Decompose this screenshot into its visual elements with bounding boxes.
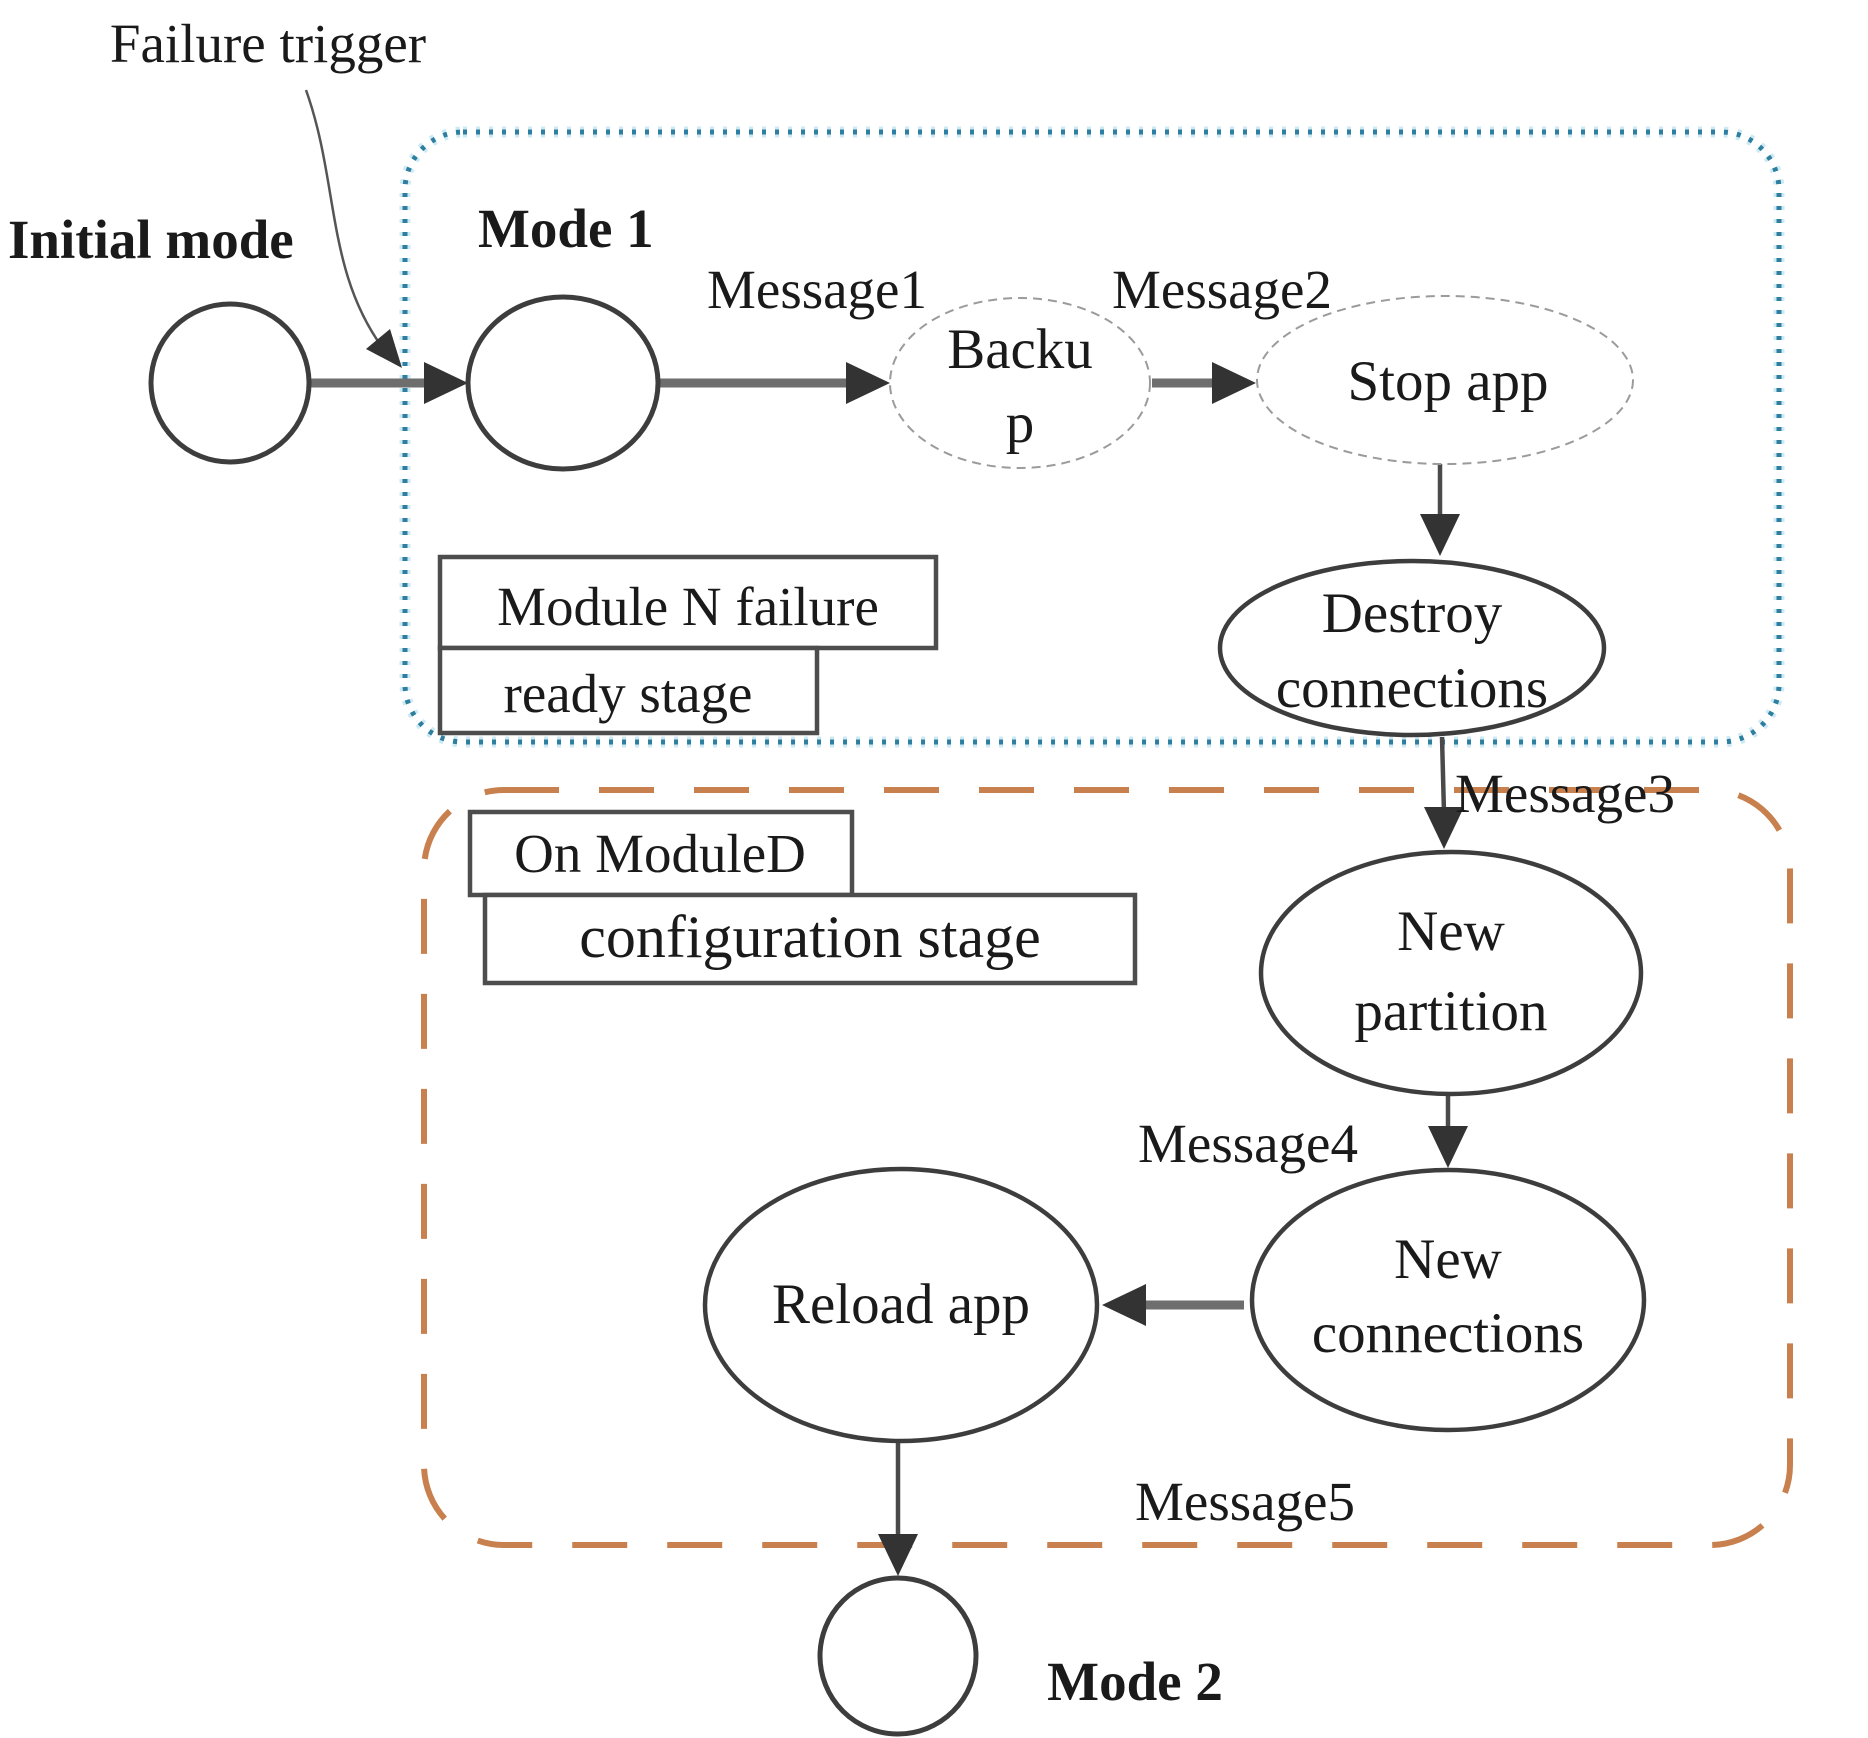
configuration-stage-box: configuration stage <box>482 892 1138 986</box>
module-n-failure-box: Module N failure <box>437 554 939 651</box>
message4-label: Message4 <box>1138 1113 1358 1174</box>
destroy-connections-label-line1: Destroy <box>1322 582 1503 645</box>
new-partition-label-line1: New <box>1397 900 1505 963</box>
arrow-newconnections-to-reloadapp-arrowhead <box>1102 1284 1146 1326</box>
reload-app-state: Reload app <box>702 1166 1100 1444</box>
reload-app-ellipse <box>702 1166 1100 1444</box>
ready-stage-label: ready stage <box>504 663 753 724</box>
arrow-backup-to-stopapp <box>1152 362 1256 404</box>
new-connections-label-line2: connections <box>1312 1302 1584 1365</box>
stop-app-label: Stop app <box>1347 350 1548 413</box>
backup-ellipse <box>889 297 1151 469</box>
configuration-stage-rect <box>482 892 1138 986</box>
message3-label: Message3 <box>1455 763 1675 824</box>
initial-mode-circle <box>148 301 312 465</box>
arrow-stopapp-to-destroy <box>1420 464 1460 556</box>
arrow-newpartition-to-newconnections-arrowhead <box>1428 1126 1468 1168</box>
arrow-initial-to-mode1-arrowhead <box>424 362 468 404</box>
arrow-destroy-to-newpartition-shaft <box>1439 736 1447 814</box>
backup-state: Backu p <box>889 297 1151 469</box>
arrow-mode1-to-backup <box>658 362 890 404</box>
mode2-state-circle <box>817 1575 979 1737</box>
backup-label-line2: p <box>1006 392 1035 455</box>
new-connections-state: New connections <box>1249 1167 1647 1433</box>
mode1-state-circle <box>465 294 661 472</box>
arrow-reloadapp-to-mode2 <box>878 1442 918 1576</box>
module-n-failure-label: Module N failure <box>497 576 879 637</box>
new-partition-state: New partition <box>1258 849 1644 1097</box>
new-partition-ellipse <box>1258 849 1644 1097</box>
mode1-label: Mode 1 <box>478 198 654 259</box>
destroy-connections-label-line2: connections <box>1276 657 1548 720</box>
failure-trigger-label: Failure trigger <box>110 13 426 74</box>
destroy-connections-state: Destroy connections <box>1217 558 1607 738</box>
ready-stage-rect <box>437 645 820 736</box>
failure-trigger-arrowhead <box>366 329 402 368</box>
message1-label: Message1 <box>707 259 927 320</box>
arrow-backup-to-stopapp-arrowhead <box>1212 362 1256 404</box>
on-moduled-rect <box>467 809 855 898</box>
initial-mode-label: Initial mode <box>8 209 294 270</box>
configuration-stage-region <box>421 787 1793 1548</box>
configuration-stage-region-border <box>421 787 1793 1548</box>
stop-app-state: Stop app <box>1256 295 1634 465</box>
arrow-stopapp-to-destroy-arrowhead <box>1420 514 1460 556</box>
on-moduled-box: On ModuleD <box>467 809 855 898</box>
new-connections-label-line1: New <box>1394 1228 1502 1291</box>
message2-label: Message2 <box>1112 259 1332 320</box>
mode2-label: Mode 2 <box>1047 1651 1223 1712</box>
arrow-newpartition-to-newconnections <box>1428 1096 1468 1168</box>
message5-label: Message5 <box>1135 1471 1355 1532</box>
ready-stage-region <box>399 126 1785 748</box>
ready-stage-region-border <box>402 129 1782 745</box>
backup-label-line1: Backu <box>947 318 1093 381</box>
arrow-initial-to-mode1 <box>310 362 468 404</box>
configuration-stage-label: configuration stage <box>579 904 1041 970</box>
failure-trigger-connector <box>304 89 402 368</box>
ready-stage-box: ready stage <box>437 645 820 736</box>
arrow-mode1-to-backup-arrowhead <box>846 362 890 404</box>
failure-trigger-curve <box>304 89 389 356</box>
arrow-destroy-to-newpartition-arrowhead <box>1424 807 1464 849</box>
new-partition-label-line2: partition <box>1354 980 1547 1043</box>
arrow-newconnections-to-reloadapp <box>1102 1284 1244 1326</box>
stop-app-ellipse <box>1256 295 1634 465</box>
module-n-failure-rect <box>437 554 939 651</box>
arrow-destroy-to-newpartition <box>1424 736 1464 849</box>
new-connections-ellipse <box>1249 1167 1647 1433</box>
arrow-reloadapp-to-mode2-arrowhead <box>878 1534 918 1576</box>
on-moduled-label: On ModuleD <box>514 823 806 884</box>
destroy-connections-ellipse <box>1217 558 1607 738</box>
reload-app-label: Reload app <box>772 1273 1030 1336</box>
